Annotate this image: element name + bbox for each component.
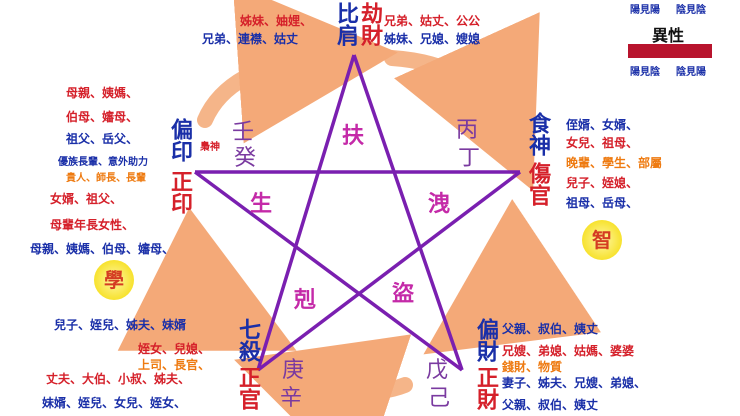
- left-top-line-2: 伯母、嬸母、: [66, 110, 139, 124]
- pianyin-title: 偏印: [167, 118, 192, 162]
- right-bottom-line-1: 父親、叔伯、姨丈: [502, 322, 599, 336]
- stem-bing: 丙: [456, 118, 479, 143]
- inner-sheng: 生: [250, 192, 273, 217]
- right-bottom-line-3: 錢財、物質: [502, 360, 563, 374]
- right-top-line-3: 晚輩、學生、部屬: [566, 156, 663, 170]
- bijian-title: 比肩: [333, 2, 358, 46]
- inner-xie: 洩: [428, 192, 451, 217]
- right-bottom-line-5: 父親、叔伯、姨丈: [502, 398, 599, 412]
- cycle-arrows: [117, 0, 601, 416]
- left-top-line-3: 祖父、岳父、: [66, 132, 139, 146]
- right-top-line-4: 兒子、姪媳、: [566, 176, 639, 190]
- badge-zhi: 智: [582, 220, 622, 260]
- right-top-line-1: 侄婿、女婿、: [566, 118, 639, 132]
- arrow-left-top: [197, 0, 398, 144]
- left-bottom-line-1: 兒子、姪兒、姊夫、妹婿: [54, 318, 187, 332]
- arrow-right-bottom: [423, 199, 601, 355]
- five-star: [193, 54, 522, 372]
- piancai-title: 偏財: [473, 318, 498, 362]
- inner-dao: 盜: [392, 282, 415, 307]
- legend-top-right: 陰見陰: [676, 5, 706, 16]
- stem-gui: 癸: [234, 146, 257, 171]
- xiaoshen-label: 梟神: [200, 142, 220, 153]
- left-bottom-line-4: 丈夫、大伯、小叔、姊夫、: [46, 372, 191, 386]
- jiecai-title: 劫財: [357, 2, 382, 46]
- zhengguan-title: 正官: [235, 366, 260, 410]
- inner-fu: 扶: [342, 124, 365, 149]
- stem-xin: 辛: [280, 386, 303, 411]
- top-left-blue-text: 兄弟、連襟、姑丈: [202, 32, 299, 46]
- legend-bar: [628, 44, 712, 58]
- arrow-top-right: [384, 12, 540, 191]
- zhengcai-title: 正財: [473, 366, 498, 410]
- stem-wu: 戊: [426, 358, 449, 383]
- top-right-red-text: 兄弟、姑丈、公公: [384, 14, 481, 28]
- top-right-blue-text: 姊妹、兄媳、嫂媳: [384, 32, 481, 46]
- stem-ji: 己: [428, 386, 451, 411]
- left-bottom-line-5: 妹婿、姪兒、女兒、姪女、: [42, 396, 187, 410]
- left-top-line-6: 女婿、祖父、: [50, 192, 123, 206]
- left-top-line-1: 母親、姨媽、: [66, 86, 139, 100]
- qisha-title: 七殺: [235, 318, 260, 362]
- stem-ren: 壬: [232, 120, 255, 145]
- shangguan-title: 傷官: [525, 162, 550, 206]
- legend-top-left: 陽見陽: [630, 5, 660, 16]
- left-bottom-line-3: 上司、長官、: [138, 358, 211, 372]
- left-top-line-4: 優族長輩、意外助力: [58, 157, 148, 168]
- legend-title: 異性: [652, 26, 685, 45]
- left-top-line-8: 母親、姨媽、伯母、嬸母、: [30, 242, 175, 256]
- left-bottom-line-2: 姪女、兒媳、: [138, 342, 211, 356]
- shishen-title: 食神: [525, 112, 550, 156]
- badge-xue: 學: [94, 260, 134, 300]
- right-top-line-2: 女兒、祖母、: [566, 136, 639, 150]
- left-top-line-5: 貴人、師長、長輩: [66, 173, 146, 184]
- right-bottom-line-4: 妻子、姊夫、兄嫂、弟媳、: [502, 376, 647, 390]
- right-bottom-line-2: 兄嫂、弟媳、姑媽、婆婆: [502, 344, 635, 358]
- legend-bottom-right: 陰見陽: [676, 67, 706, 78]
- legend-bottom-left: 陽見陰: [630, 67, 660, 78]
- left-top-line-7: 母輩年長女性、: [50, 218, 135, 232]
- right-top-line-5: 祖母、岳母、: [566, 196, 639, 210]
- stem-ding: 丁: [458, 146, 481, 171]
- inner-ke: 剋: [294, 288, 317, 313]
- top-left-red-text: 姊妹、妯娌、: [240, 14, 313, 28]
- arrow-bottom: [234, 334, 413, 416]
- arrow-left-bottom: [117, 207, 297, 351]
- stem-geng: 庚: [282, 358, 305, 383]
- zhengyin-title: 正印: [167, 170, 192, 214]
